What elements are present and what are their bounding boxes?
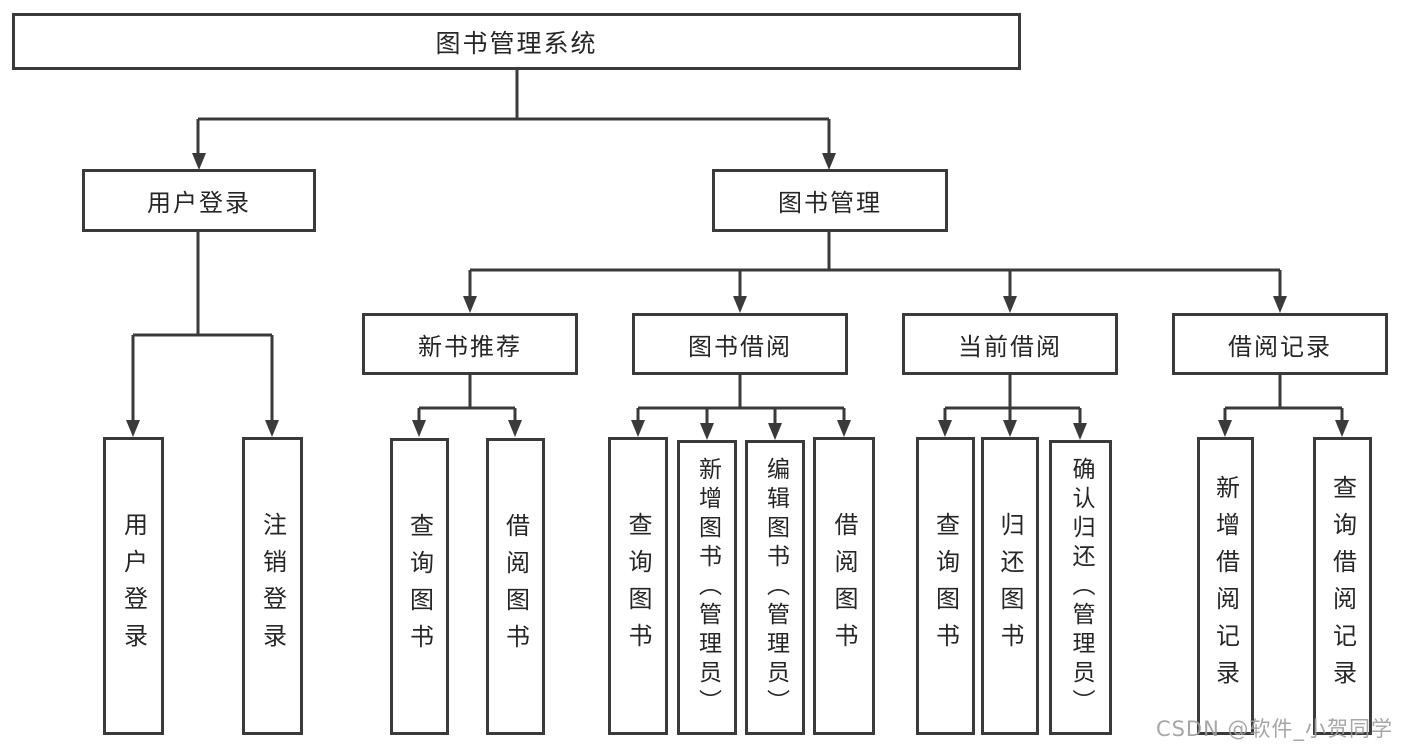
leaf-label: 借阅图书 <box>830 512 858 660</box>
leaf-label: 用户登录 <box>119 512 148 660</box>
csdn-watermark: CSDN @软件_小贺同学 <box>1155 717 1393 741</box>
node-label: 图书借阅 <box>688 332 792 361</box>
leaf-query-borrow-record: 查询借阅记录 <box>1313 437 1372 735</box>
node-label: 用户登录 <box>147 189 251 217</box>
leaf-label: 借阅图书 <box>501 512 530 661</box>
leaf-logout: 注销登录 <box>242 437 303 735</box>
leaf-borrowing-query-books: 查询图书 <box>608 437 668 735</box>
node-label: 借阅记录 <box>1228 332 1332 361</box>
leaf-edit-books-admin: 编辑图书（管理员） <box>745 440 805 735</box>
node-new-book-recommendation: 新书推荐 <box>362 313 578 375</box>
leaf-label: 注销登录 <box>258 512 287 660</box>
node-current-borrowing: 当前借阅 <box>902 313 1118 375</box>
node-borrowing-records: 借阅记录 <box>1172 313 1388 375</box>
node-library-management-system: 图书管理系统 <box>12 13 1021 70</box>
node-book-borrowing: 图书借阅 <box>632 313 848 375</box>
leaf-return-books: 归还图书 <box>981 437 1039 735</box>
leaf-add-borrow-record: 新增借阅记录 <box>1197 437 1254 735</box>
node-label: 图书管理系统 <box>435 28 598 58</box>
leaf-label: 查询图书 <box>405 512 434 661</box>
leaf-label: 查询图书 <box>624 512 652 660</box>
leaf-label: 编辑图书（管理员） <box>762 457 789 718</box>
node-book-management: 图书管理 <box>712 169 948 232</box>
node-label: 图书管理 <box>778 189 882 217</box>
leaf-recommend-query-books: 查询图书 <box>390 438 449 735</box>
node-user-login: 用户登录 <box>82 169 316 232</box>
leaf-confirm-return-admin: 确认归还（管理员） <box>1049 440 1112 735</box>
leaf-add-books-admin: 新增图书（管理员） <box>677 440 737 735</box>
leaf-label: 新增图书（管理员） <box>694 457 721 718</box>
leaf-borrowing-borrow-books: 借阅图书 <box>813 437 875 735</box>
leaf-user-login: 用户登录 <box>103 437 164 735</box>
leaf-current-query-books: 查询图书 <box>916 437 975 735</box>
leaf-label: 归还图书 <box>996 512 1024 660</box>
node-label: 当前借阅 <box>958 332 1062 361</box>
leaf-recommend-borrow-books: 借阅图书 <box>486 438 545 735</box>
leaf-label: 查询图书 <box>931 512 960 660</box>
leaf-label: 确认归还（管理员） <box>1068 457 1094 718</box>
leaf-label: 新增借阅记录 <box>1211 475 1240 697</box>
node-label: 新书推荐 <box>418 332 522 361</box>
leaf-label: 查询借阅记录 <box>1328 475 1357 697</box>
